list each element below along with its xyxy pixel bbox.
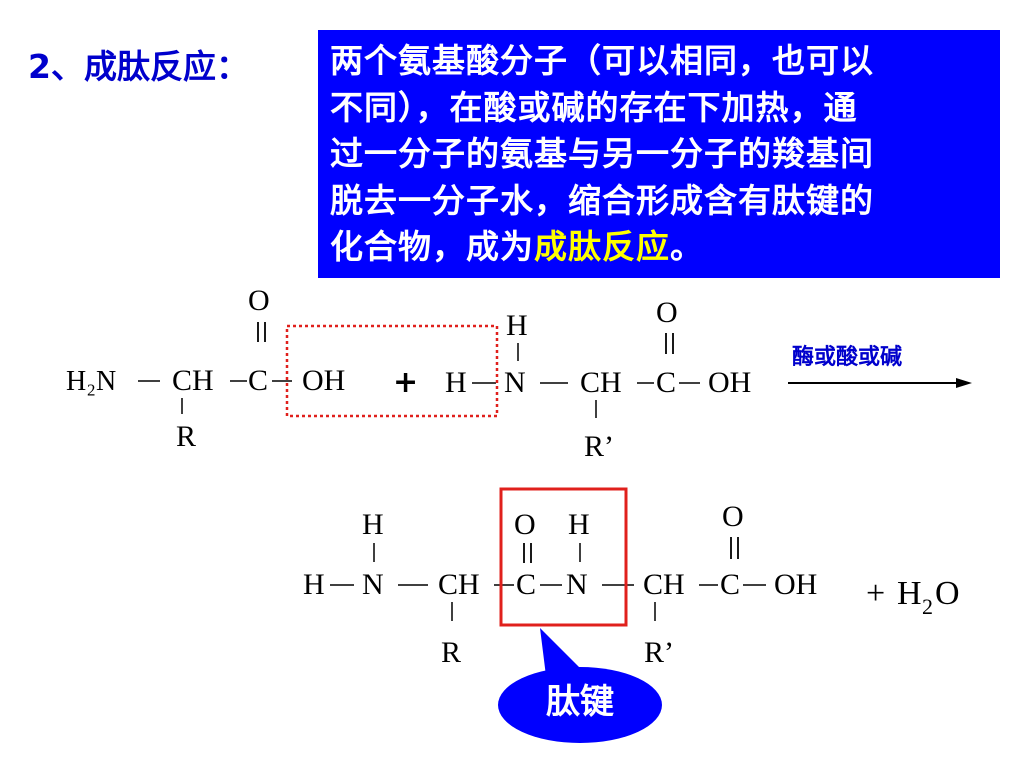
- peptide-bond-label: 肽键: [546, 682, 614, 722]
- ch-label: CH: [172, 364, 214, 397]
- definition-end: 。: [670, 227, 704, 266]
- hydroxyl-group: OH: [708, 366, 751, 399]
- water-subscript: 2: [922, 594, 933, 619]
- n-label: N: [566, 568, 588, 601]
- h-label: H: [506, 309, 528, 342]
- arrow-head: [956, 378, 972, 388]
- carbon-label: C: [248, 364, 268, 397]
- r-group: R: [441, 636, 461, 669]
- ch-label: CH: [438, 568, 480, 601]
- h-label: H: [362, 508, 384, 541]
- amino-acid-1: H₂N CH R C O OH: [66, 284, 345, 453]
- definition-line: 脱去一分子水，缩合形成含有肽键的: [330, 180, 874, 220]
- definition-line: 不同），在酸或碱的存在下加热，通: [330, 87, 858, 127]
- oxygen-label: O: [722, 500, 744, 533]
- h-label: H: [303, 568, 325, 601]
- oxygen-label: O: [656, 296, 678, 329]
- oxygen-label: O: [248, 284, 270, 317]
- n-label: N: [504, 366, 526, 399]
- callout-bubble: [498, 667, 662, 743]
- hydroxyl-group: OH: [774, 568, 817, 601]
- r-prime-group: R’: [644, 636, 674, 669]
- definition-box: 两个氨基酸分子（可以相同，也可以 不同），在酸或碱的存在下加热，通 过一分子的氨…: [318, 30, 1000, 278]
- water-o: O: [935, 575, 960, 612]
- amino-acid-2: H H N CH R’ C O OH: [445, 296, 751, 463]
- highlight-term: 成肽反应: [534, 227, 670, 266]
- ch-label: CH: [580, 366, 622, 399]
- water-removal-box: [285, 324, 499, 418]
- plus-sign: +: [393, 365, 418, 400]
- r-group: R: [176, 420, 196, 453]
- r-prime-group: R’: [584, 430, 614, 463]
- callout-pointer: [540, 628, 588, 676]
- h-label: H: [568, 508, 590, 541]
- n-label: N: [362, 568, 384, 601]
- water-product: + H 2 O: [866, 575, 960, 619]
- amine-group: H₂N: [66, 366, 116, 397]
- carbon-label: C: [720, 568, 740, 601]
- definition-line-last: 化合物，成为成肽反应。: [330, 224, 992, 271]
- carbon-label: C: [516, 568, 536, 601]
- ch-label: CH: [643, 568, 685, 601]
- definition-line: 两个氨基酸分子（可以相同，也可以: [330, 41, 874, 80]
- reaction-condition: 酶或酸或碱: [792, 344, 902, 370]
- h-label: H: [445, 366, 467, 399]
- hydroxyl-group: OH: [302, 364, 345, 397]
- carbon-label: C: [656, 366, 676, 399]
- section-heading: 2、成肽反应：: [28, 47, 249, 86]
- peptide-bond-box: [499, 487, 628, 627]
- definition-line: 过一分子的氨基与另一分子的羧基间: [330, 134, 874, 173]
- water-plus: +: [866, 575, 885, 612]
- dipeptide-product: H H N CH R O C H N CH R’ C O OH: [303, 500, 817, 669]
- water-h: H: [897, 575, 922, 612]
- oxygen-label: O: [514, 508, 536, 541]
- definition-text: 化合物，成为: [330, 227, 534, 266]
- peptide-bond-callout: [498, 628, 662, 743]
